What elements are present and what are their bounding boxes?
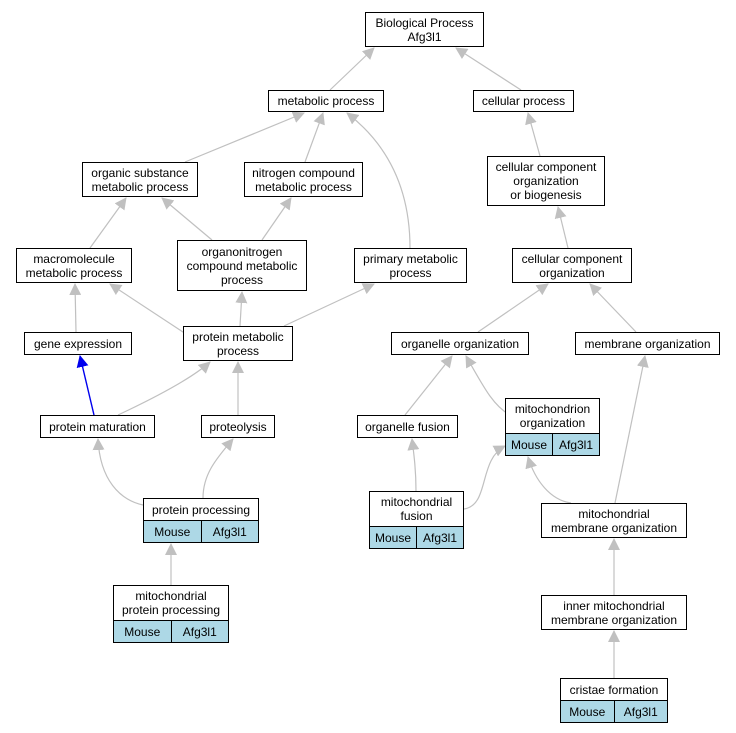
annotation-mitochondrial-fusion: Mouse Afg3l1 [369, 526, 464, 549]
edge-ccob-to-cellular [525, 112, 541, 157]
node-inner-mitochondrial-membrane-organization[interactable]: inner mitochondrial membrane organizatio… [541, 595, 687, 630]
edge-cc-org-to-ccob [554, 206, 569, 249]
node-cristae-formation[interactable]: cristae formation [560, 678, 668, 701]
annotation-species: Mouse [370, 527, 416, 548]
node-biological-process[interactable]: Biological Process Afg3l1 [365, 12, 484, 47]
edge-protein-metabolic-to-organonitrogen [235, 291, 248, 327]
edge-nitrogen-compound-to-metabolic [304, 112, 325, 163]
node-organelle-organization[interactable]: organelle organization [391, 332, 529, 355]
node-primary-metabolic-process[interactable]: primary metabolic process [354, 248, 467, 283]
node-protein-processing[interactable]: protein processing [143, 498, 259, 521]
node-macromolecule-metabolic-process[interactable]: macromolecule metabolic process [16, 248, 132, 283]
annotation-mitochondrial-protein-processing: Mouse Afg3l1 [113, 620, 229, 643]
node-mitochondrial-protein-processing[interactable]: mitochondrial protein processing [113, 585, 229, 621]
edge-organonitrogen-to-organic-substance [161, 197, 213, 241]
edge-macromolecule-to-organic-substance [89, 197, 127, 249]
edge-mito-fusion-to-mito-org [463, 445, 506, 510]
edge-protein-maturation-to-gene-expression [76, 355, 95, 416]
edge-mito-fusion-to-organelle-fusion [407, 438, 420, 492]
node-gene-expression[interactable]: gene expression [24, 332, 132, 355]
annotation-mitochondrion-organization: Mouse Afg3l1 [505, 433, 600, 456]
node-nitrogen-compound-metabolic-process[interactable]: nitrogen compound metabolic process [244, 162, 363, 197]
annotation-protein-processing: Mouse Afg3l1 [143, 520, 259, 543]
annotation-species: Mouse [114, 621, 171, 642]
node-organonitrogen-compound-metabolic-process[interactable]: organonitrogen compound metabolic proces… [177, 240, 307, 291]
edge-membrane-org-to-cc-org [589, 283, 637, 333]
node-metabolic-process[interactable]: metabolic process [268, 90, 384, 112]
node-mitochondrial-fusion[interactable]: mitochondrial fusion [369, 491, 464, 527]
annotation-gene: Afg3l1 [613, 701, 667, 722]
edge-metabolic-to-root [329, 47, 375, 91]
annotation-species: Mouse [506, 434, 552, 455]
node-cellular-process[interactable]: cellular process [473, 90, 574, 112]
node-protein-metabolic-process[interactable]: protein metabolic process [183, 326, 293, 361]
edge-primary-metabolic-to-metabolic [346, 112, 411, 249]
edge-gene-expression-to-macromolecule [69, 283, 82, 333]
edge-protein-metabolic-to-macromolecule [109, 283, 187, 335]
annotation-gene: Afg3l1 [552, 434, 599, 455]
node-mitochondrion-organization[interactable]: mitochondrion organization [505, 398, 600, 434]
annotation-gene: Afg3l1 [200, 521, 258, 542]
edge-organelle-fusion-to-organelle-org [404, 355, 453, 416]
edge-protein-metabolic-to-primary-metabolic [283, 283, 375, 327]
node-protein-maturation[interactable]: protein maturation [40, 415, 155, 438]
edge-organelle-org-to-cc-org [477, 283, 549, 333]
edge-protein-maturation-to-protein-metabolic [117, 361, 211, 416]
node-cellular-component-organization-or-biogenesis[interactable]: cellular component organization or bioge… [487, 156, 605, 206]
node-proteolysis[interactable]: proteolysis [201, 415, 275, 438]
node-membrane-organization[interactable]: membrane organization [575, 332, 720, 355]
edge-organic-substance-to-metabolic [184, 111, 305, 163]
edge-cellular-to-root [455, 47, 522, 91]
edge-organonitrogen-to-nitrogen-compound [261, 197, 292, 241]
annotation-species: Mouse [144, 521, 201, 542]
edge-mito-membrane-org-to-membrane-org [614, 355, 649, 504]
annotation-gene: Afg3l1 [170, 621, 228, 642]
node-organic-substance-metabolic-process[interactable]: organic substance metabolic process [82, 162, 198, 197]
edge-protein-processing-to-proteolysis [202, 438, 234, 499]
edge-mito-membrane-org-to-mito-org [525, 456, 572, 504]
annotation-cristae-formation: Mouse Afg3l1 [560, 700, 668, 723]
node-organelle-fusion[interactable]: organelle fusion [357, 415, 458, 438]
node-cellular-component-organization[interactable]: cellular component organization [512, 248, 632, 283]
node-mitochondrial-membrane-organization[interactable]: mitochondrial membrane organization [541, 503, 687, 538]
annotation-gene: Afg3l1 [416, 527, 463, 548]
annotation-species: Mouse [561, 701, 614, 722]
edge-protein-processing-to-protein-maturation [92, 438, 144, 506]
